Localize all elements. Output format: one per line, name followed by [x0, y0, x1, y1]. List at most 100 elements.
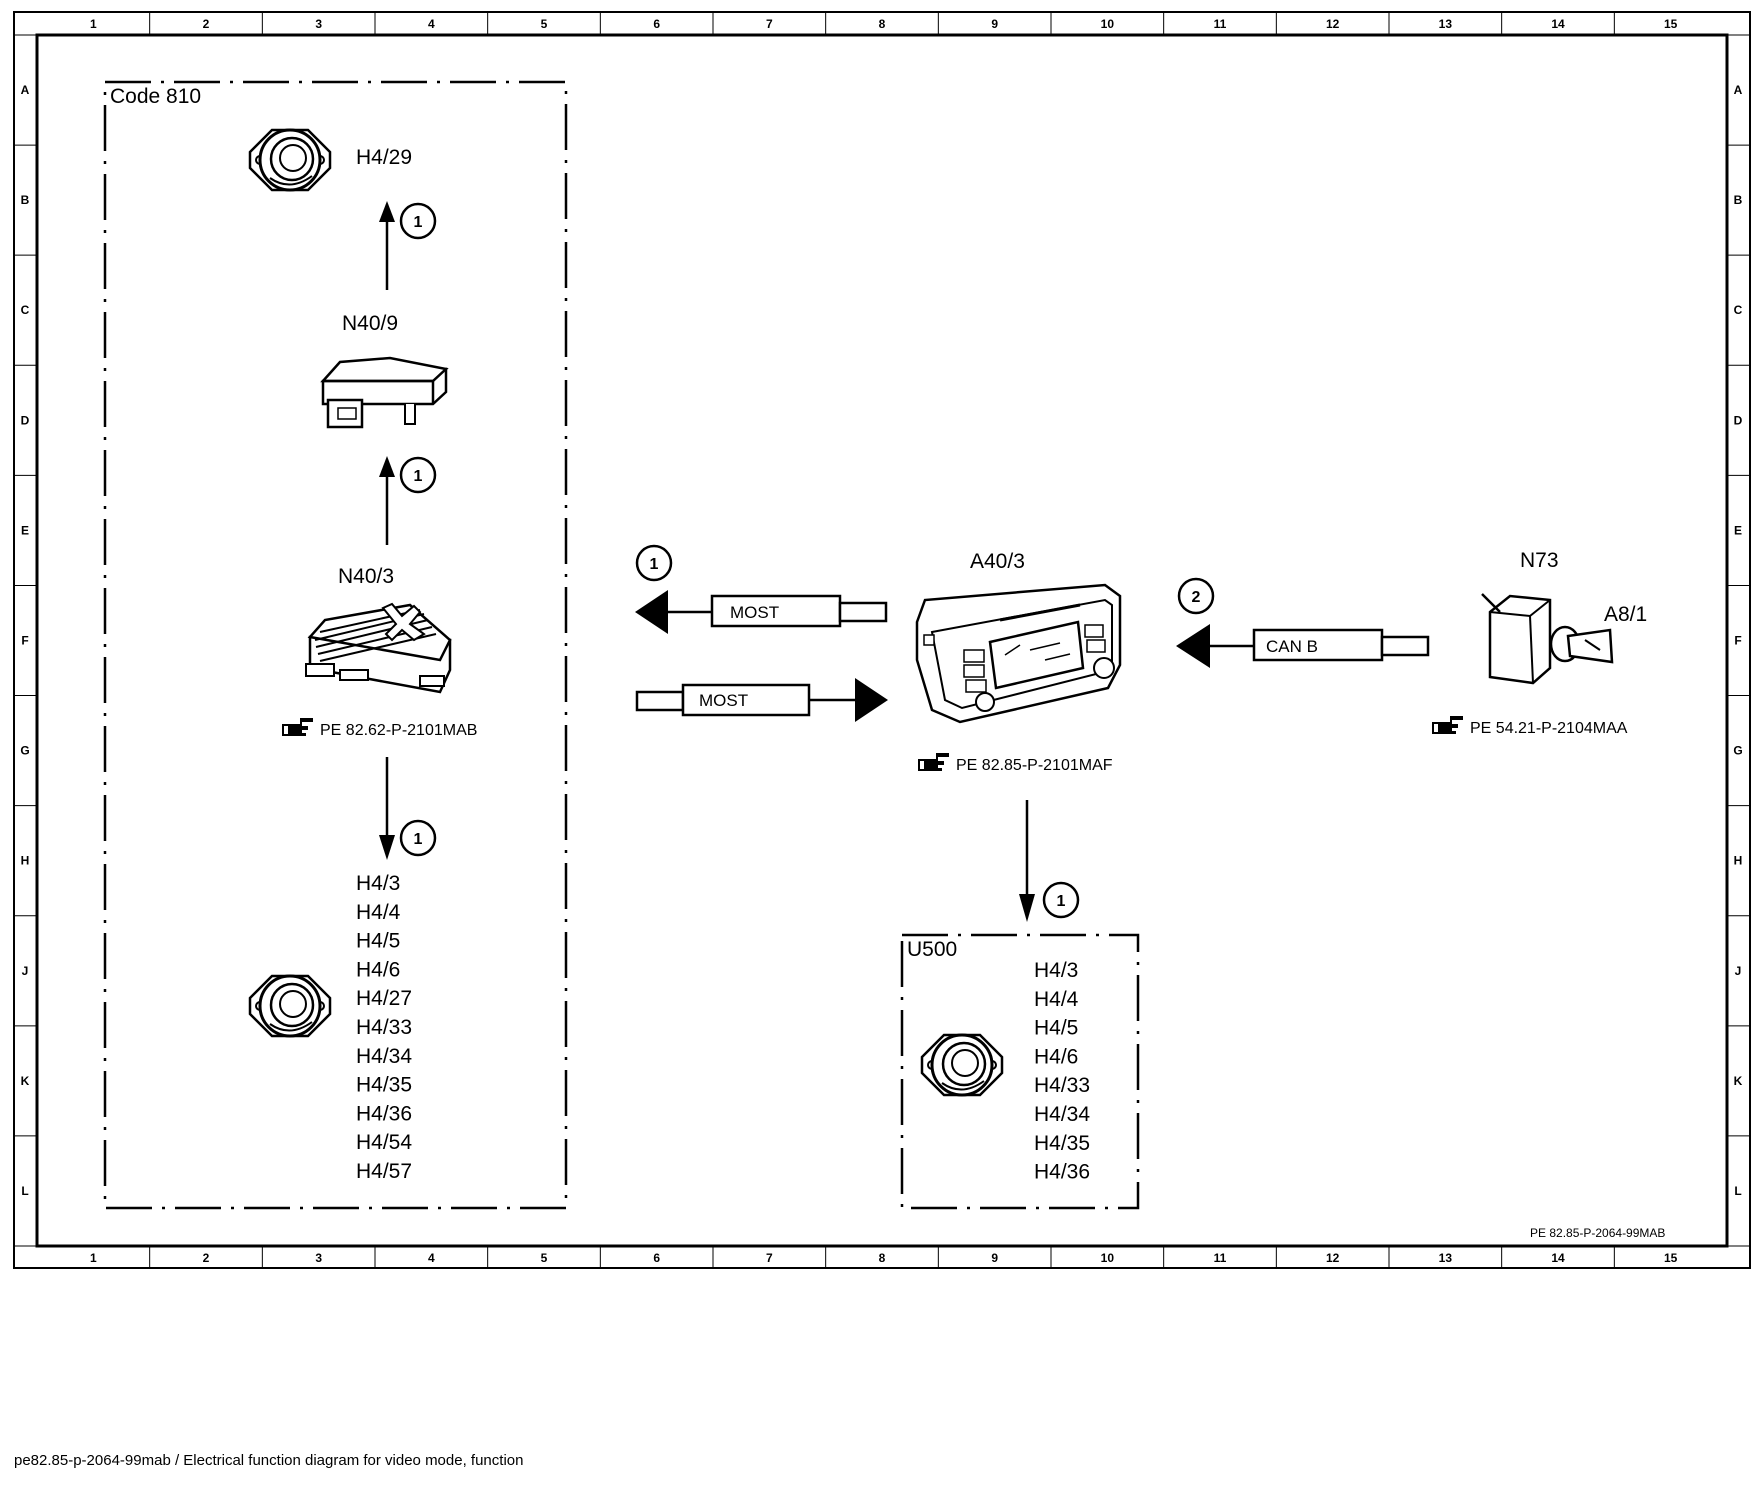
marker-number: 1: [650, 556, 659, 573]
grid-column-label-bottom: 13: [1439, 1251, 1453, 1265]
reference-pointer-icon: [918, 753, 949, 771]
speaker-label: H4/33: [1034, 1074, 1090, 1097]
marker-circle: [635, 544, 673, 582]
speaker-label: H4/6: [356, 958, 400, 981]
speaker-label: H4/34: [1034, 1103, 1090, 1126]
grid-row-label-right: C: [1734, 303, 1743, 317]
grid-column-label-top: 14: [1551, 17, 1565, 31]
code-810-title: Code 810: [110, 85, 201, 108]
grid-column-label-top: 11: [1214, 17, 1227, 31]
speaker-label: H4/33: [356, 1016, 412, 1039]
can-b-label: CAN B: [1266, 637, 1318, 656]
arrowhead-up-icon: [379, 456, 395, 477]
arrowhead-down-icon: [379, 835, 395, 860]
grid-column-label-top: 13: [1439, 17, 1453, 31]
reference-pointer-icon: [1432, 716, 1463, 734]
ignition-switch-n73-icon: [1481, 593, 1614, 685]
speaker-label: H4/6: [1034, 1045, 1078, 1068]
grid-column-label-bottom: 5: [541, 1251, 548, 1265]
n73-reference: PE 54.21-P-2104MAA: [1470, 720, 1628, 737]
grid-row-label-right: G: [1733, 744, 1742, 758]
n40-3-label: N40/3: [338, 565, 394, 588]
speaker-h4-29-icon: [248, 128, 332, 192]
grid-row-label-left: K: [21, 1074, 30, 1088]
most-out-label: MOST: [730, 603, 779, 622]
marker-circle: [399, 819, 437, 857]
grid-row-label-left: C: [21, 303, 30, 317]
speaker-group-u500-icon: [920, 1033, 1004, 1097]
u500-title: U500: [907, 938, 957, 961]
drawing-frame: 1122334455667788991010111112121313141415…: [13, 11, 1751, 1269]
grid-row-label-right: J: [1735, 964, 1742, 978]
grid-row-label-left: E: [21, 523, 29, 537]
grid-column-label-top: 2: [203, 17, 210, 31]
grid-column-label-top: 15: [1664, 17, 1678, 31]
grid-row-label-right: A: [1734, 83, 1743, 97]
grid-column-label-bottom: 12: [1326, 1251, 1340, 1265]
marker-circle: [399, 456, 437, 494]
amplifier-n40-3-icon: [305, 602, 452, 694]
grid-row-label-left: J: [22, 964, 29, 978]
grid-column-label-bottom: 7: [766, 1251, 773, 1265]
grid-column-label-top: 4: [428, 17, 435, 31]
marker-circle: [1177, 577, 1215, 615]
grid-column-label-top: 8: [879, 17, 886, 31]
grid-column-label-top: 10: [1101, 17, 1115, 31]
grid-column-label-bottom: 15: [1664, 1251, 1678, 1265]
marker-number: 1: [414, 831, 423, 848]
a40-3-reference: PE 82.85-P-2101MAF: [956, 757, 1113, 774]
marker-circle: [1042, 881, 1080, 919]
a8-1-label: A8/1: [1604, 603, 1647, 626]
grid-column-label-top: 6: [653, 17, 660, 31]
grid-column-label-bottom: 9: [991, 1251, 998, 1265]
grid-row-label-left: L: [21, 1184, 28, 1198]
u500-box: U500: [900, 933, 1140, 1210]
speaker-group-code-810-icon: [248, 974, 332, 1038]
grid-column-label-top: 5: [541, 17, 548, 31]
grid-column-label-bottom: 10: [1101, 1251, 1115, 1265]
marker-circle: [399, 202, 437, 240]
a40-3-label: A40/3: [970, 550, 1025, 573]
arrowhead-up-icon: [379, 201, 395, 222]
grid-row-label-left: A: [21, 83, 30, 97]
marker-number: 1: [414, 468, 423, 485]
code-810-box: Code 810: [103, 80, 568, 1210]
n40-3-reference: PE 82.62-P-2101MAB: [320, 722, 477, 739]
can-b-connection: CAN B: [1176, 624, 1430, 668]
marker-number: 1: [414, 214, 423, 231]
grid-row-label-right: K: [1734, 1074, 1743, 1088]
n73-label: N73: [1520, 549, 1559, 572]
grid-row-label-left: G: [20, 744, 29, 758]
reference-pointer-icon: [282, 718, 313, 736]
speaker-label: H4/3: [356, 872, 400, 895]
sheet-reference: PE 82.85-P-2064-99MAB: [1530, 1226, 1665, 1240]
grid-row-label-right: B: [1734, 193, 1743, 207]
grid-row-label-left: D: [21, 413, 30, 427]
speaker-label: H4/3: [1034, 959, 1078, 982]
document-caption: pe82.85-p-2064-99mab / Electrical functi…: [14, 1452, 524, 1469]
speaker-label: H4/27: [356, 987, 412, 1010]
grid-column-label-bottom: 2: [203, 1251, 210, 1265]
code-810-speaker-list: H4/3H4/4H4/5H4/6H4/27H4/33H4/34H4/35H4/3…: [356, 872, 412, 1183]
grid-column-label-bottom: 8: [879, 1251, 886, 1265]
grid-column-label-top: 1: [90, 17, 97, 31]
speaker-label: H4/54: [356, 1131, 412, 1154]
grid-column-label-top: 3: [315, 17, 322, 31]
grid-column-label-bottom: 3: [315, 1251, 322, 1265]
grid-row-label-right: D: [1734, 413, 1743, 427]
grid-column-label-bottom: 1: [90, 1251, 97, 1265]
marker-number: 1: [1057, 893, 1066, 910]
most-in-label: MOST: [699, 691, 748, 710]
marker-number: 2: [1192, 589, 1201, 606]
grid-column-label-top: 9: [991, 17, 998, 31]
speaker-label: H4/34: [356, 1045, 412, 1068]
most-output-connection: MOST: [635, 590, 888, 634]
speaker-label: H4/5: [1034, 1017, 1078, 1040]
speaker-label: H4/5: [356, 930, 400, 953]
grid-row-label-right: L: [1734, 1184, 1741, 1198]
grid-row-label-right: H: [1734, 854, 1743, 868]
arrowhead-down-icon: [1019, 894, 1035, 922]
grid-row-label-right: E: [1734, 523, 1742, 537]
